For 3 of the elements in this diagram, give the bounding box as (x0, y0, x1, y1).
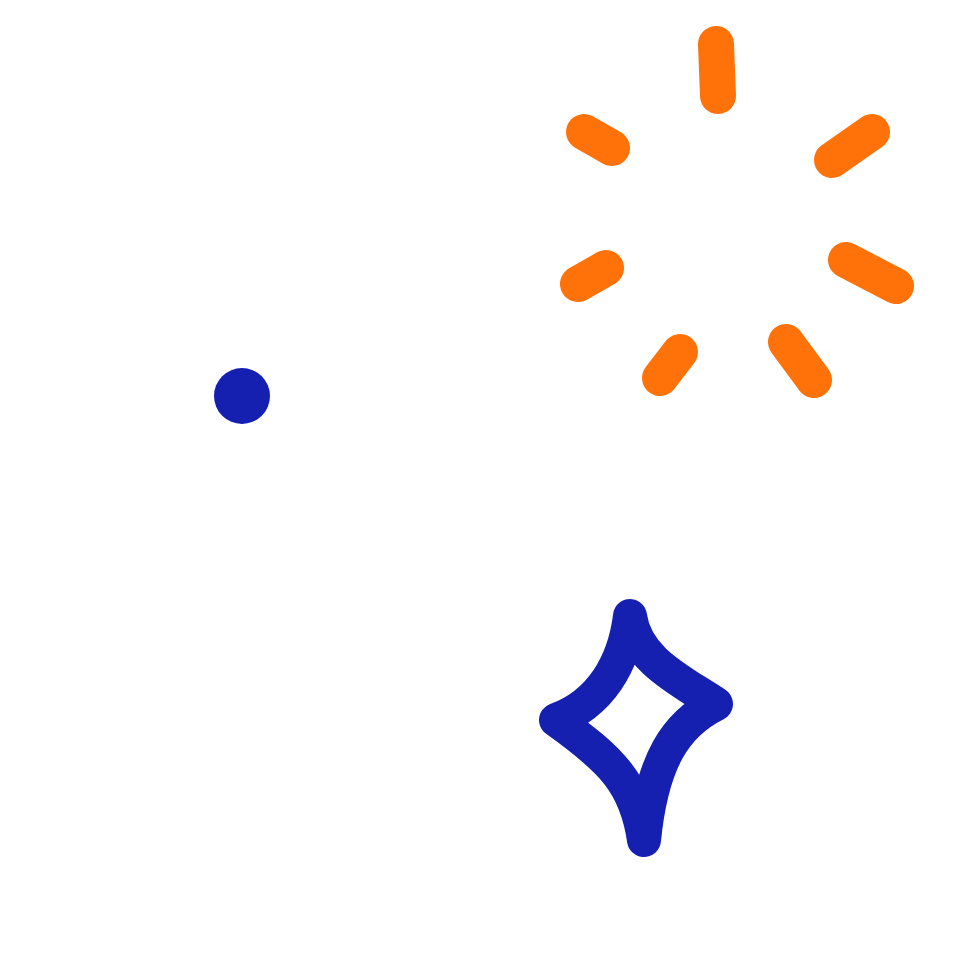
dot-icon (214, 368, 270, 424)
sparkle-icon (539, 599, 733, 857)
burst-icon (560, 26, 914, 398)
